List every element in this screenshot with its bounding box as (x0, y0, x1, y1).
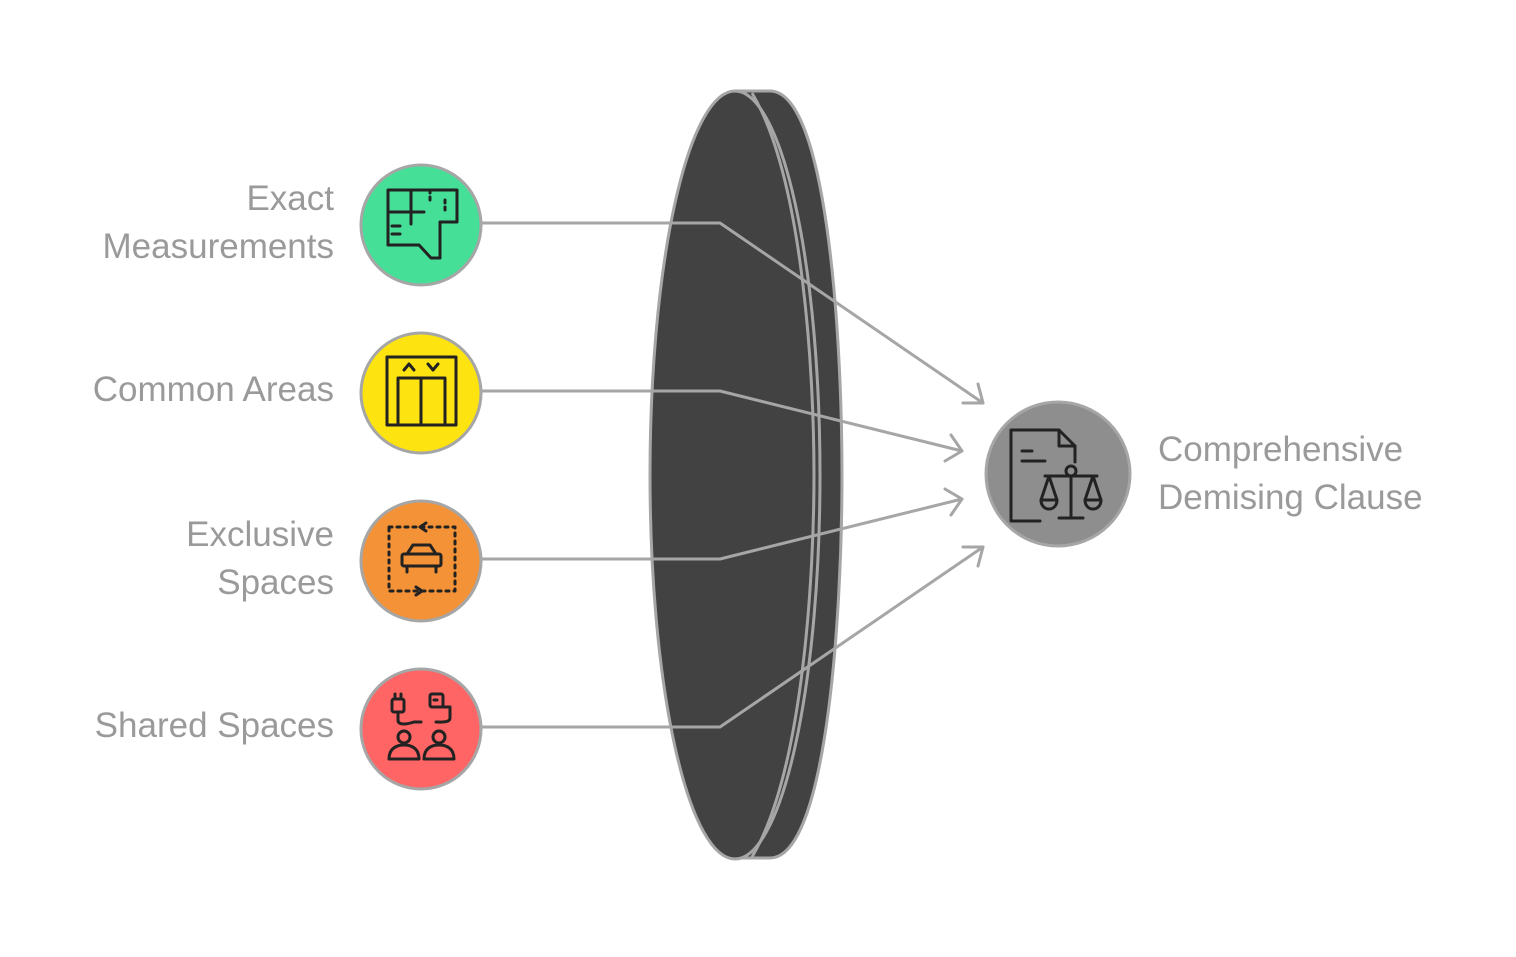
connector-shared-spaces (480, 545, 985, 729)
elevator-icon (385, 355, 458, 427)
node-circle (359, 667, 483, 791)
node-common-areas (359, 331, 483, 455)
connectors (480, 221, 985, 729)
arrowhead-common-areas (943, 433, 964, 463)
arrowhead-exclusive-spaces (943, 487, 964, 517)
lens-front (648, 89, 822, 861)
connector-exclusive-spaces (480, 497, 964, 561)
node-circle (359, 499, 483, 623)
label-comprehensive-demising-clause: Comprehensive Demising Clause (1158, 430, 1423, 517)
node-exclusive-spaces (359, 499, 483, 623)
node-exact-measurements (359, 163, 483, 287)
floor-plan-icon (386, 188, 459, 260)
shared-power-icon (387, 692, 456, 761)
label-exclusive-spaces: Exclusive Spaces (186, 515, 334, 602)
converging-lens (648, 89, 844, 861)
node-comprehensive-demising-clause (984, 400, 1132, 548)
parking-space-icon (387, 521, 457, 597)
label-shared-spaces: Shared Spaces (94, 706, 334, 745)
lens-rim-line (750, 92, 816, 858)
legal-document-scales-icon (1009, 428, 1103, 523)
arrowhead-shared-spaces (961, 545, 985, 568)
arrowhead-exact-measurements (961, 382, 985, 405)
node-shared-spaces (359, 667, 483, 791)
node-circle (984, 400, 1132, 548)
connector-common-areas (480, 389, 964, 453)
label-exact-measurements: Exact Measurements (102, 179, 334, 266)
label-common-areas: Common Areas (92, 370, 334, 409)
node-circle (359, 163, 483, 287)
connector-exact-measurements (480, 221, 985, 405)
